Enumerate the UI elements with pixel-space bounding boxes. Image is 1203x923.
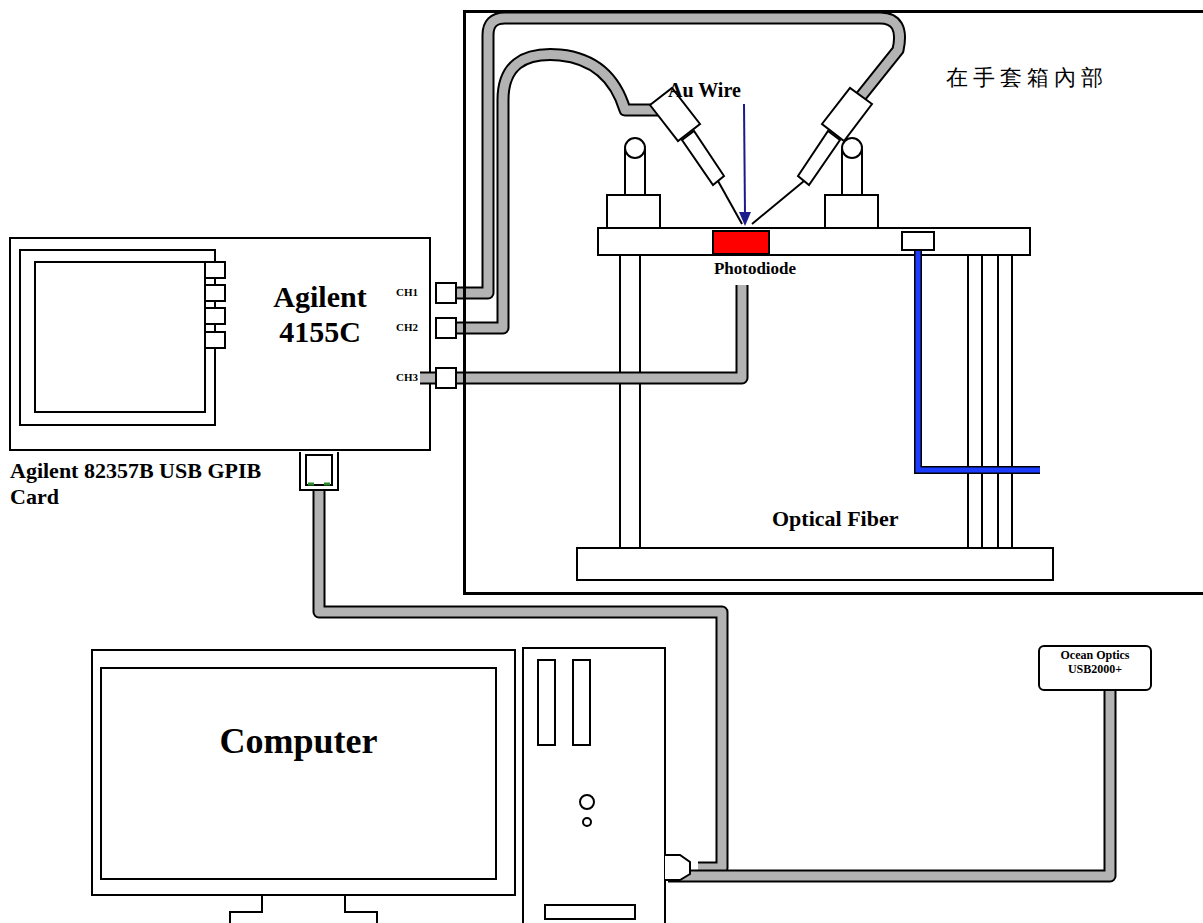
buttons — [205, 262, 225, 348]
probe-holder-left — [607, 138, 660, 228]
led — [583, 818, 591, 826]
fiber-connector — [902, 232, 934, 250]
table-leg — [620, 255, 640, 550]
analyzer-housing — [10, 238, 430, 450]
port — [436, 283, 456, 303]
optical-fiber — [918, 250, 1040, 470]
tower-slot — [545, 905, 635, 919]
probe-body — [650, 88, 872, 224]
usb-cable — [668, 690, 1110, 876]
node-text: Photodiode — [700, 259, 810, 279]
arrowhead — [739, 212, 751, 226]
usb-port — [665, 855, 690, 880]
node-text: Ocean Optics USB2000+ — [1042, 649, 1148, 677]
gpib-pin — [308, 483, 314, 486]
cable-connector — [420, 285, 742, 378]
part-label: Au Wire — [668, 78, 741, 102]
drive-bay — [573, 660, 590, 745]
spectrometer-box: Ocean Optics USB2000+ — [1038, 645, 1152, 691]
screen-bezel — [20, 250, 215, 425]
photodiode: Photodiode — [700, 225, 810, 285]
monitor-screen: Computer — [100, 667, 497, 880]
gpib-plug — [306, 455, 332, 485]
analyzer-label-area: Agilent 4155C — [225, 250, 415, 440]
channel-label: CH1 — [396, 286, 418, 299]
optical-fiber — [918, 250, 1040, 470]
leader-arrow — [744, 104, 745, 215]
pc-tower — [523, 648, 665, 923]
photodiode-chip — [712, 230, 770, 255]
power-button — [580, 795, 594, 809]
part-label: Agilent 82357B USB GPIB Card — [10, 458, 290, 511]
table-base — [577, 548, 1053, 580]
channel-label: CH3 — [396, 371, 418, 384]
port — [436, 318, 456, 338]
node-text: 在手套箱內部 — [946, 65, 1108, 90]
table-leg — [998, 255, 1012, 550]
monitor-housing — [92, 650, 515, 895]
drive-bay — [538, 660, 555, 745]
monitor-stand — [230, 895, 377, 923]
gpib-card — [300, 452, 338, 490]
node-text: Agilent 4155C — [245, 280, 395, 349]
port — [436, 368, 456, 388]
screen — [35, 262, 205, 412]
node-text: Computer — [102, 721, 495, 762]
probe-cables — [458, 18, 900, 328]
gpib-pin — [324, 483, 330, 486]
part-label: Optical Fiber — [770, 506, 900, 532]
channel-label: CH2 — [396, 321, 418, 334]
usb-cable — [668, 690, 1110, 876]
table-leg — [968, 255, 982, 550]
table-top — [598, 228, 1030, 255]
